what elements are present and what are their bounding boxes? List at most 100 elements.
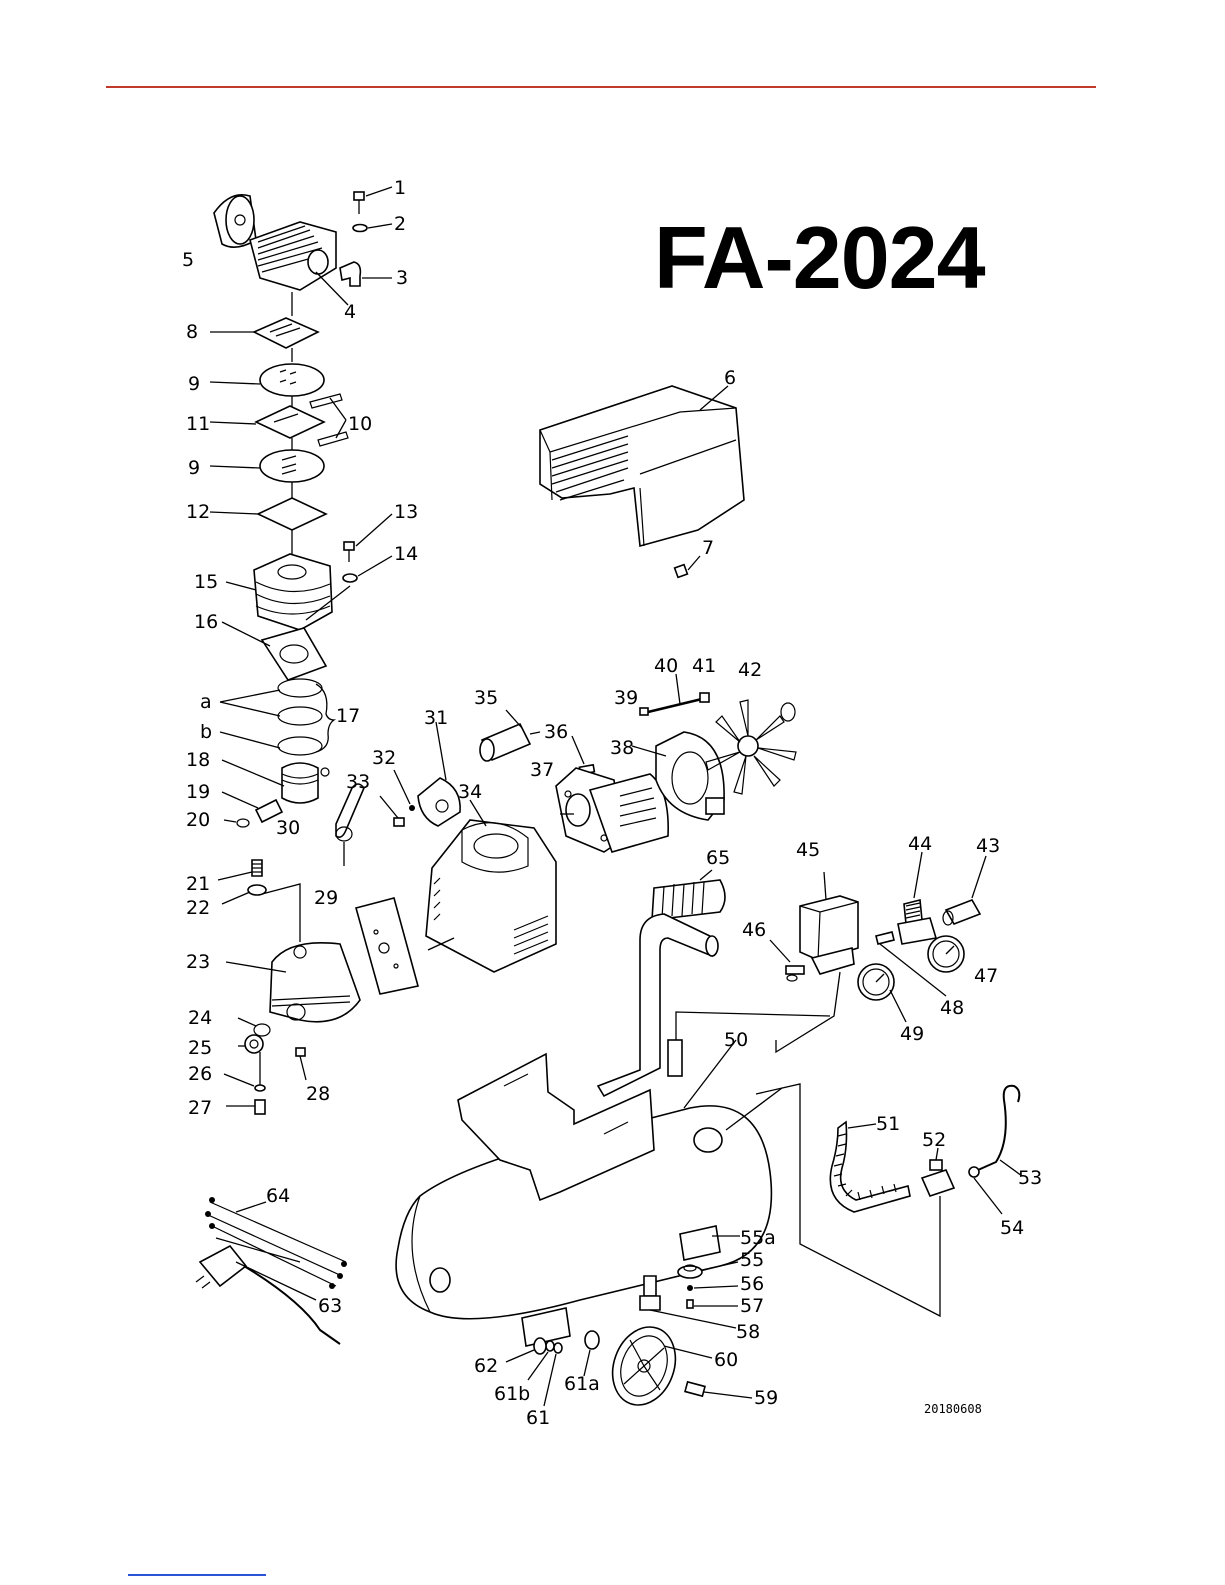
label-38: 38 [610,737,634,759]
label-39: 39 [614,687,638,709]
label-59: 59 [754,1387,778,1409]
part-17-piston-rings [220,679,334,755]
label-27: 27 [188,1097,212,1119]
label-54: 54 [1000,1217,1024,1239]
part-31-crankshaft-counterweight [418,722,460,826]
part-54-fitting [969,1167,1002,1214]
label-26: 26 [188,1063,212,1085]
tank-front-foot [522,1308,570,1346]
label-33: 33 [346,771,370,793]
part-18-piston [222,760,329,803]
label-65: 65 [706,847,730,869]
label-18: 18 [186,749,210,771]
label-61: 61 [526,1407,550,1429]
part-39-nut [640,708,648,715]
tank-handle-tube [598,914,718,1096]
part-12-gasket [210,498,326,530]
part-52-check-valve [922,1148,954,1196]
part-45-pressure-switch [800,872,858,974]
label-55a: 55a [740,1227,776,1249]
label-5: 5 [182,249,194,271]
part-35-capacitor [480,710,540,761]
label-29: 29 [314,887,338,909]
label-25: 25 [188,1037,212,1059]
label-10: 10 [348,413,372,435]
label-15: 15 [194,571,218,593]
label-36: 36 [544,721,568,743]
part-9-valve-plate-top [210,364,324,396]
label-19: 19 [186,781,210,803]
label-6: 6 [724,367,736,389]
part-32-key [394,770,415,811]
label-2: 2 [394,213,406,235]
label-53: 53 [1018,1167,1042,1189]
part-25-oil-window [238,1035,263,1053]
label-47: 47 [974,965,998,987]
part-1-screw [354,187,392,214]
part-40-long-bolt [648,674,709,712]
label-51: 51 [876,1113,900,1135]
part-33-screw [380,796,404,826]
label-42: 42 [738,659,762,681]
part-24-oil-seal [238,1018,270,1036]
part-29-cover-gasket [356,898,418,994]
part-7-screw [675,556,700,577]
label-63: 63 [318,1295,342,1317]
part-9-valve-plate-bottom [210,450,324,482]
label-37: 37 [530,759,554,781]
part-53-unloader-tube [978,1086,1022,1176]
part-3-elbow [340,262,392,286]
label-48: 48 [940,997,964,1019]
label-13: 13 [394,501,418,523]
part-19-piston-pin [222,792,282,822]
label-60: 60 [714,1349,738,1371]
label-16: 16 [194,611,218,633]
part-46-unloader [770,940,804,981]
label-9-bottom: 9 [188,457,200,479]
part-51-outlet-hose [830,1122,910,1212]
label-31: 31 [424,707,448,729]
label-56: 56 [740,1273,764,1295]
label-50: 50 [724,1029,748,1051]
label-55: 55 [740,1249,764,1271]
label-41: 41 [692,655,716,677]
part-37-motor [556,768,668,852]
label-52: 52 [922,1129,946,1151]
part-26-washer [224,1074,265,1091]
label-45: 45 [796,839,820,861]
part-27-drain-screw [226,1100,265,1114]
part-8-head-gasket [210,318,318,348]
label-32: 32 [372,747,396,769]
part-49-gauge [858,964,906,1022]
label-64: 64 [266,1185,290,1207]
label-1: 1 [394,177,406,199]
part-22-washer [222,885,266,904]
label-44: 44 [908,833,932,855]
label-14: 14 [394,543,418,565]
label-23: 23 [186,951,210,973]
part-14-washer [343,556,392,582]
label-20: 20 [186,809,210,831]
part-42-circlip [781,703,795,721]
part-61a-washer [584,1331,599,1376]
label-17: 17 [336,705,360,727]
part-20-circlip [224,819,249,827]
label-30: 30 [276,817,300,839]
label-46: 46 [742,919,766,941]
label-61a: 61a [564,1373,600,1395]
label-24: 24 [188,1007,212,1029]
part-57-screw [687,1300,738,1308]
label-9-top: 9 [188,373,200,395]
label-40: 40 [654,655,678,677]
part-16-cylinder-gasket [222,622,326,680]
label-21: 21 [186,873,210,895]
part-13-screw [344,514,392,562]
label-b: b [200,721,212,743]
label-11: 11 [186,413,210,435]
label-4: 4 [344,301,356,323]
label-7: 7 [702,537,714,559]
label-34: 34 [458,781,482,803]
label-49: 49 [900,1023,924,1045]
label-22: 22 [186,897,210,919]
